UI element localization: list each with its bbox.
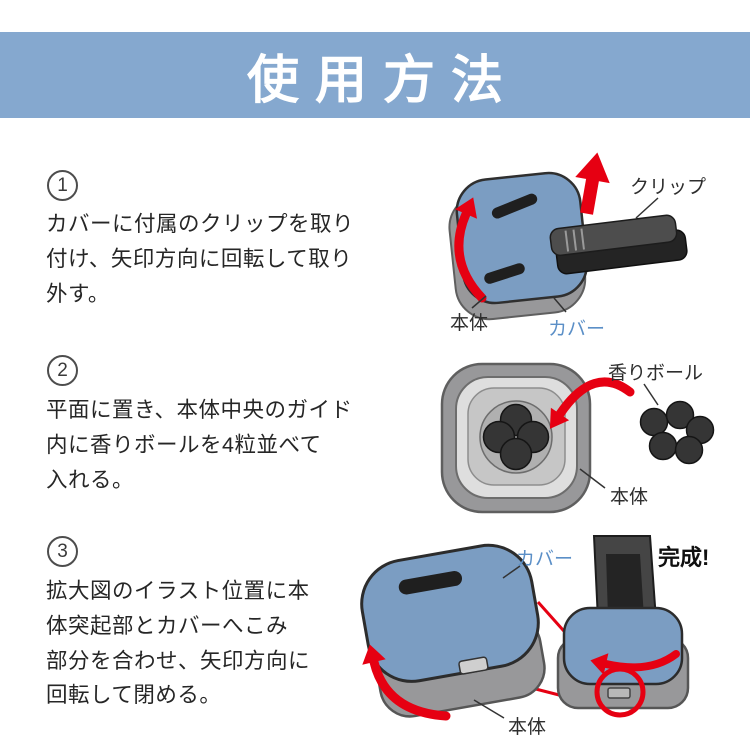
step-3-text: 拡大図のイラスト位置に本 体突起部とカバーへこみ 部分を合わせ、矢印方向に 回転… xyxy=(46,579,311,708)
step-2-number: 2 xyxy=(57,359,68,381)
label-body: 本体 xyxy=(508,717,547,738)
label-fragrance-balls: 香りボール xyxy=(608,363,704,384)
clip-shape xyxy=(549,214,688,275)
step-2-text: 平面に置き、本体中央のガイド 内に香りボールを4粒並べて 入れる。 xyxy=(46,398,353,492)
cover-leader-line xyxy=(553,297,567,313)
step-3-illustration: カバー 完成! 本体 xyxy=(358,528,750,750)
title-banner: 使用方法 xyxy=(0,32,750,118)
step-1-number-badge: 1 xyxy=(47,170,78,201)
body-leader-line xyxy=(579,468,606,489)
balls-leader-line xyxy=(643,383,659,406)
notch-detail xyxy=(607,687,631,699)
step-2-number-badge: 2 xyxy=(47,355,78,386)
highlight-circle xyxy=(594,666,646,718)
label-cover: カバー xyxy=(548,319,606,340)
clip-leader-line xyxy=(635,197,659,219)
step-1-illustration: クリップ 本体 カバー xyxy=(430,150,742,350)
label-body: 本体 xyxy=(610,487,649,508)
body-leader-line xyxy=(471,295,487,309)
label-cover: カバー xyxy=(516,549,574,570)
page-title: 使用方法 xyxy=(246,51,519,110)
step-3-number-badge: 3 xyxy=(47,536,78,567)
close-rotation-arrow-icon xyxy=(362,644,451,721)
turn-arrow-icon xyxy=(602,650,680,672)
label-body: 本体 xyxy=(450,313,489,334)
body-leader-line xyxy=(473,699,505,719)
cover-leader-line xyxy=(502,565,521,579)
finished-device xyxy=(556,535,690,710)
up-arrow-icon xyxy=(575,152,610,215)
rotation-arrow-icon xyxy=(454,197,487,303)
step-3-number: 3 xyxy=(57,540,68,562)
step-1-text: カバーに付属のクリップを取り 付け、矢印方向に回転して取り 外す。 xyxy=(46,212,355,306)
step-3-drawing xyxy=(360,535,690,721)
label-clip: クリップ xyxy=(630,177,707,198)
step-2-drawing xyxy=(440,362,715,514)
fragrance-balls-in-guide xyxy=(482,403,550,471)
enlarged-device xyxy=(360,543,546,718)
insert-arrow-icon xyxy=(549,377,635,429)
step-1-number: 1 xyxy=(57,174,68,196)
label-complete: 完成! xyxy=(658,545,710,570)
step-1-drawing xyxy=(448,152,688,321)
step-2-illustration: 香りボール 本体 xyxy=(430,350,742,528)
fragrance-ball-cluster xyxy=(639,400,715,465)
